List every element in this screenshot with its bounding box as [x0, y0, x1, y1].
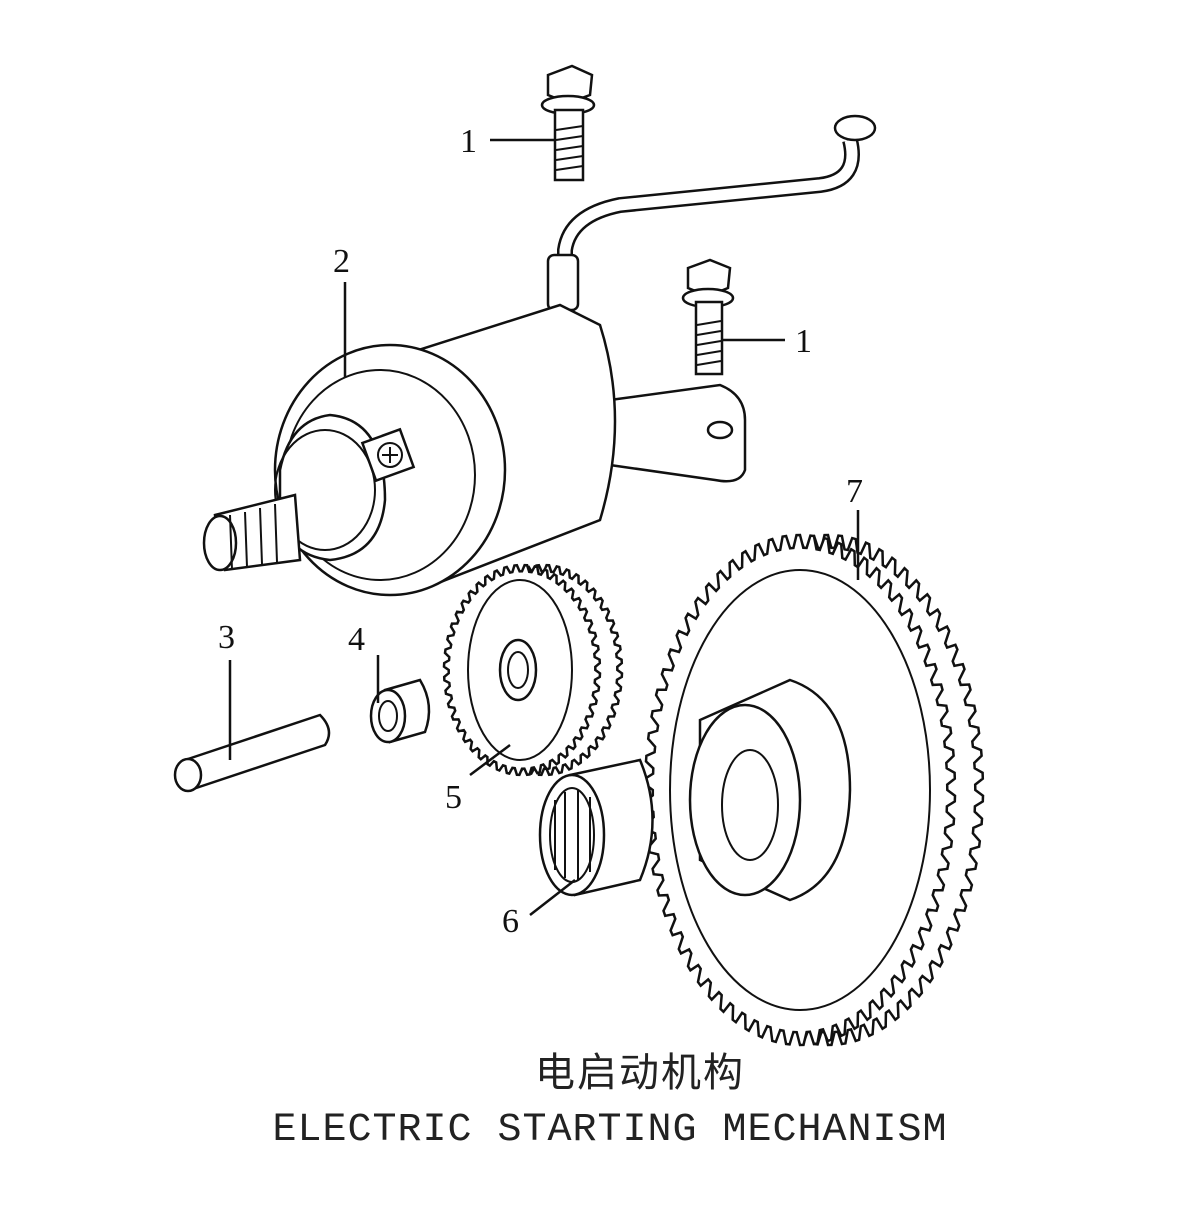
bolt-right — [681, 258, 735, 376]
callout-7: 7 — [846, 473, 863, 510]
starter-motor — [202, 303, 747, 597]
callout-4: 4 — [348, 621, 365, 658]
callout-labels: 1 1 2 3 4 5 6 7 — [218, 123, 863, 940]
bearing — [369, 678, 431, 744]
diagram-title-chinese: 电启动机构 — [535, 1050, 745, 1096]
starter-driven-gear — [643, 533, 985, 1047]
callout-1-right: 1 — [795, 323, 812, 360]
callout-6: 6 — [502, 903, 519, 940]
callout-5: 5 — [445, 779, 462, 816]
starter-cable — [546, 114, 877, 312]
callout-2: 2 — [333, 243, 350, 280]
diagram-title-english: ELECTRIC STARTING MECHANISM — [272, 1108, 948, 1153]
leader-lines — [228, 138, 860, 916]
callout-1-top: 1 — [460, 123, 477, 160]
shaft — [173, 713, 331, 793]
callout-3: 3 — [218, 619, 235, 656]
bolt-top — [540, 64, 596, 182]
needle-bearing — [538, 758, 654, 897]
idle-gear — [442, 563, 624, 777]
